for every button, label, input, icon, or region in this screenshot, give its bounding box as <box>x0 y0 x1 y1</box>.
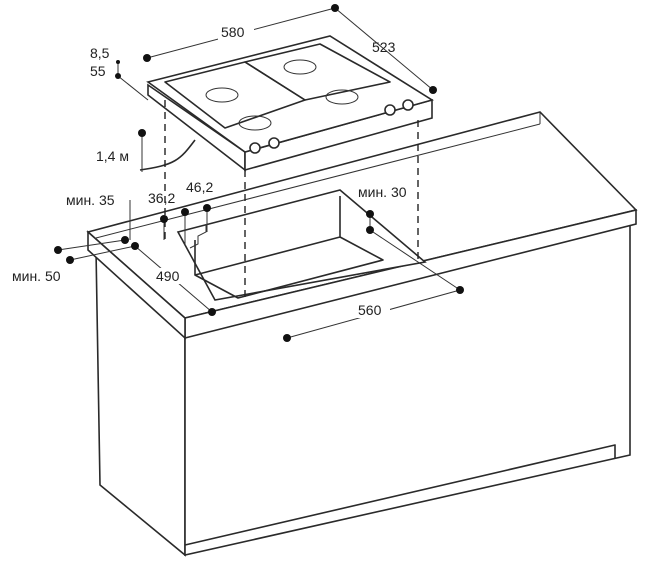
dim-min50b <box>69 245 136 261</box>
label-height: 55 <box>90 63 106 79</box>
label-cable: 1,4 м <box>96 148 129 164</box>
backsplash-line <box>95 123 541 239</box>
dim-point <box>138 129 146 137</box>
cabinet <box>95 220 631 557</box>
dim-point <box>283 334 291 342</box>
knob-icon <box>384 104 396 116</box>
label-min-back: мин. 30 <box>358 184 407 200</box>
knob-icon <box>268 137 280 149</box>
cutout-inner <box>194 196 341 276</box>
dim-560-ext <box>369 229 461 291</box>
control-knobs <box>249 99 414 154</box>
dim-point <box>143 54 151 62</box>
dim-point <box>116 60 120 64</box>
label-glass-thickness: 8,5 <box>90 45 110 61</box>
label-bg <box>356 302 390 318</box>
projection-lines <box>164 100 419 300</box>
burner-icon <box>205 87 239 103</box>
countertop-left-edge <box>87 230 186 340</box>
dim-point <box>366 226 374 234</box>
dim-point <box>66 256 74 264</box>
cutout <box>176 189 427 301</box>
dim-point <box>181 208 189 216</box>
label-d1: 36,2 <box>148 190 175 206</box>
hob-grate-right <box>244 43 391 101</box>
label-min-wall: мин. 50 <box>12 268 61 284</box>
plinth <box>184 444 616 546</box>
dim-point <box>456 286 464 294</box>
label-cutout-width: 560 <box>358 302 382 318</box>
burners <box>205 59 359 131</box>
dim-point <box>208 308 216 316</box>
dim-point <box>366 210 374 218</box>
dimension-points <box>54 4 464 342</box>
dim-point <box>429 86 437 94</box>
dim-min50 <box>57 239 126 251</box>
gas-hob <box>139 35 434 172</box>
label-depth: 523 <box>372 39 396 55</box>
label-width: 580 <box>221 24 245 40</box>
dimension-labels: 580 523 8,5 55 1,4 м мин. 35 36,2 46,2 м… <box>12 24 407 318</box>
label-bg <box>218 24 254 40</box>
cutout-floor <box>194 236 384 299</box>
dim-point <box>131 242 139 250</box>
dim-523 <box>334 7 434 91</box>
dim-55-ext <box>117 75 149 101</box>
dim-point <box>115 73 121 79</box>
knob-icon <box>402 99 414 111</box>
cable-notch <box>189 224 207 249</box>
burner-icon <box>238 115 272 131</box>
dim-point <box>160 215 168 223</box>
dim-point <box>121 236 129 244</box>
label-min-front: мин. 35 <box>66 192 115 208</box>
dim-point <box>203 204 211 212</box>
label-bg <box>154 268 188 284</box>
label-d2: 46,2 <box>186 179 213 195</box>
dim-point <box>331 4 339 12</box>
burner-icon <box>325 89 359 105</box>
label-cutout-depth: 490 <box>156 268 180 284</box>
cutout-opening <box>176 189 427 301</box>
burner-icon <box>283 59 317 75</box>
power-cable <box>139 139 196 171</box>
knob-icon <box>249 142 261 154</box>
dim-point <box>54 246 62 254</box>
